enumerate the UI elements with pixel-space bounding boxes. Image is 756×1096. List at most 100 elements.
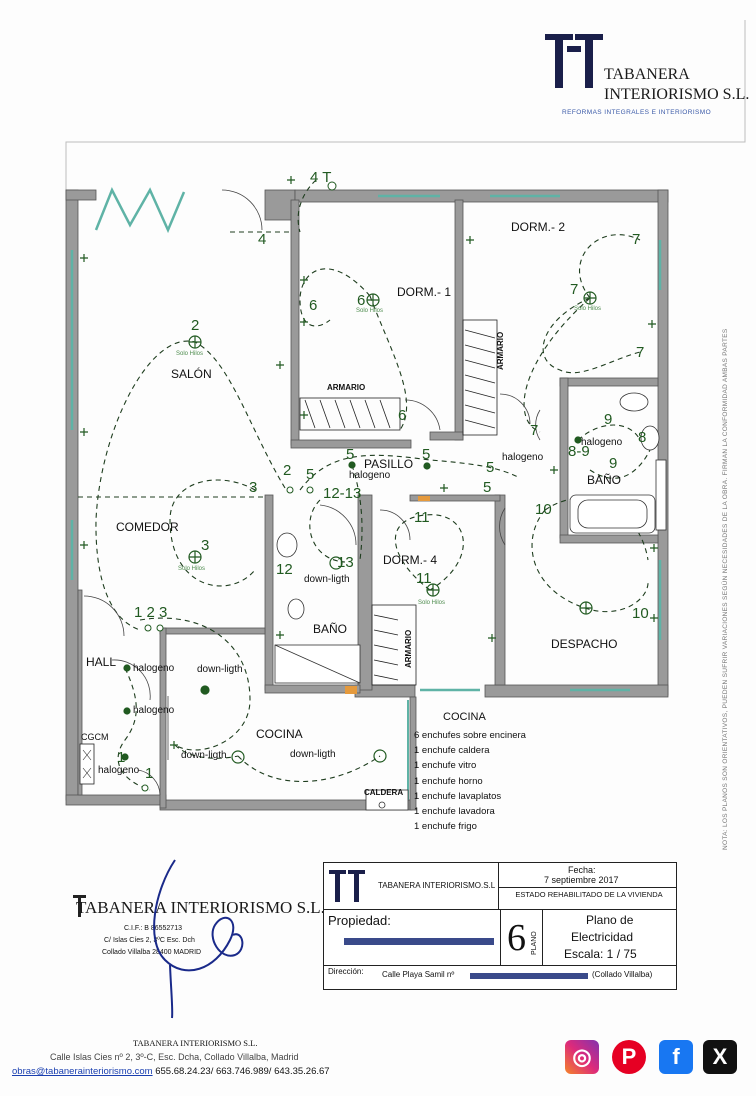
- room-comedor: COMEDOR: [116, 520, 179, 534]
- title-block-logo-icon: [329, 870, 365, 902]
- switch-icons: [141, 181, 337, 792]
- circuit-1-a: 1: [117, 749, 126, 766]
- stamp-city: Collado Villalba 28400 MADRID: [102, 949, 202, 956]
- room-bano-1: BAÑO: [313, 622, 348, 636]
- direccion-redacted: [470, 973, 588, 979]
- kitchen-list-title: COCINA: [443, 711, 486, 723]
- room-hall: HALL: [86, 655, 117, 669]
- solo-hilos-2: Solo Hilos: [178, 566, 206, 572]
- room-cocina: COCINA: [256, 727, 303, 741]
- bathroom-fixtures: [274, 392, 667, 811]
- circuit-4-b: 4: [258, 231, 267, 248]
- wardrobes: [299, 319, 498, 686]
- direccion-label: Dirección:: [328, 967, 364, 976]
- fixture-halogeno-5: halogeno: [502, 452, 544, 463]
- footer-address: Calle Islas Cies nº 2, 3º-C, Esc. Dcha, …: [50, 1052, 299, 1062]
- stamp-cif: C.I.F.: B 86552713: [124, 925, 182, 932]
- walls: [65, 189, 669, 811]
- list-item: 1 enchufe horno: [414, 775, 483, 787]
- solo-hilos-3: Solo Hilos: [356, 308, 384, 314]
- windows: [70, 186, 662, 800]
- solo-hilos-5: Solo Hilos: [418, 600, 446, 606]
- plano-title-1: Plano de: [586, 913, 634, 927]
- circuit-7-c: 7: [636, 344, 645, 361]
- estado-label: ESTADO REHABILITADO DE LA VIVIENDA: [515, 890, 663, 899]
- stamp-address: C/ Islas Cíes 2, 3ºC Esc. Dch: [104, 937, 195, 944]
- plano-number: 6: [507, 917, 526, 959]
- circuit-5-c: 5: [486, 459, 495, 476]
- circuit-7-a: 7: [632, 231, 641, 248]
- plano-label: PLANO: [531, 931, 538, 955]
- instagram-icon[interactable]: ◎: [565, 1040, 599, 1074]
- room-dorm-2: DORM.- 2: [511, 220, 565, 234]
- circuit-11-a: 11: [414, 509, 430, 526]
- logo-name-2: INTERIORISMO S.L.: [604, 86, 750, 103]
- list-item: 6 enchufes sobre encinera: [414, 730, 526, 741]
- fixture-halogeno-1: halogeno: [133, 663, 175, 674]
- circuit-13: 13: [337, 554, 354, 571]
- circuit-12: 12: [276, 561, 293, 578]
- list-item: 1 enchufe lavadora: [414, 806, 495, 818]
- circuit-5-b: 5: [422, 446, 431, 463]
- circuit-5-e: 5: [306, 466, 315, 483]
- caldera-label: CALDERA: [364, 788, 404, 797]
- cgcm-mark-icon: [82, 749, 92, 779]
- list-item: 1 enchufe vitro: [414, 760, 477, 772]
- fixture-halogeno-4: halogeno: [349, 470, 391, 481]
- circuit-6-a: 6: [309, 297, 318, 314]
- facebook-icon[interactable]: f: [659, 1040, 693, 1074]
- circuit-10-a: 10: [535, 501, 552, 518]
- circuit-7-b: 7: [570, 281, 579, 298]
- circuit-9-a: 9: [604, 411, 613, 428]
- door-markers: [345, 496, 430, 694]
- circuit-3-pasillo: 3: [249, 479, 258, 496]
- fixture-halogeno-6: halogeno: [581, 437, 623, 448]
- circuit-wiring: [78, 179, 651, 791]
- list-item: 1 enchufe caldera: [414, 745, 490, 757]
- footer-phones: 655.68.24.23/ 663.746.989/ 643.35.26.67: [152, 1066, 330, 1077]
- stamp-logo-icon: [73, 895, 86, 917]
- list-item: 1 enchufe lavaplatos: [414, 790, 502, 802]
- list-item: 1 enchufe frigo: [414, 821, 477, 833]
- title-block-company: TABANERA INTERIORISMO.S.L: [378, 881, 496, 890]
- circuit-6-c: 6: [398, 407, 407, 424]
- circuit-12-13: 12-13: [323, 485, 362, 502]
- propiedad-label: Propiedad:: [328, 913, 391, 928]
- armario-label-2: ARMARIO: [496, 331, 505, 370]
- circuit-5-a: 5: [346, 446, 355, 463]
- cgcm-label: CGCM: [81, 732, 109, 742]
- circuit-2-salon: 2: [191, 317, 200, 334]
- stamp-company-name: TABANERA INTERIORISMO S.L.: [76, 898, 325, 917]
- light-fixtures: [121, 291, 597, 764]
- circuit-7-d: 7: [530, 422, 539, 439]
- logo-tagline: REFORMAS INTEGRALES E INTERIORISMO: [562, 109, 712, 116]
- armario-label-1: ARMARIO: [327, 383, 366, 392]
- room-dorm-4: DORM.- 4: [383, 553, 437, 567]
- circuit-10-b: 10: [632, 605, 649, 622]
- propiedad-redacted: [344, 938, 494, 945]
- floor-plan-drawing: [65, 20, 746, 811]
- pinterest-icon[interactable]: P: [612, 1040, 646, 1074]
- circuit-8-9: 8-9: [568, 443, 590, 460]
- circuit-1-b: 1: [145, 765, 154, 782]
- fecha-value: 7 septiembre 2017: [544, 875, 619, 885]
- circuit-3-comedor: 3: [201, 537, 210, 554]
- circuit-5-d: 5: [483, 479, 492, 496]
- logo-name-1: TABANERA: [604, 66, 690, 83]
- signature-icon: [153, 859, 244, 1019]
- footer-email-link[interactable]: obras@tabanerainteriorismo.com: [12, 1066, 153, 1077]
- escala: Escala: 1 / 75: [564, 947, 637, 961]
- fixture-downlight-4: down-ligth: [304, 574, 350, 585]
- x-icon[interactable]: X: [703, 1040, 737, 1074]
- terrace-outline: [65, 20, 746, 190]
- title-block: TABANERA INTERIORISMO.S.L Fecha: 7 septi…: [323, 862, 677, 990]
- room-bano-2: BAÑO: [587, 473, 622, 487]
- circuit-1-2-3: 1 2 3: [134, 604, 168, 621]
- outlet-icons: [80, 176, 658, 749]
- solo-hilos-1: Solo Hilos: [176, 351, 204, 357]
- cgcm-panel-icon: [79, 743, 95, 785]
- footer-contact: obras@tabanerainteriorismo.com 655.68.24…: [12, 1067, 330, 1077]
- fixture-halogeno-3: halogeno: [98, 765, 140, 776]
- room-despacho: DESPACHO: [551, 637, 618, 651]
